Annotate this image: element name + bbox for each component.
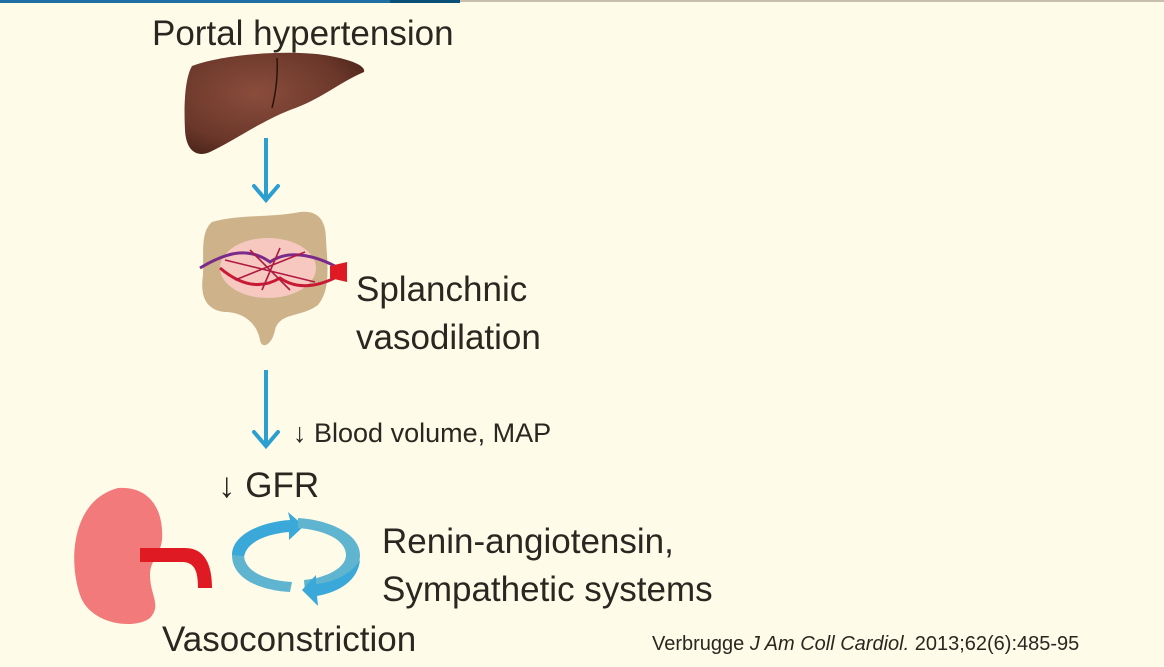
citation-author: Verbrugge — [652, 633, 745, 655]
citation: Verbrugge J Am Coll Cardiol. 2013;62(6):… — [652, 633, 1079, 656]
renal-vessel-icon — [140, 548, 212, 588]
cycle-arrows-icon — [232, 512, 360, 606]
down-arrow-icon: ↓ — [293, 418, 307, 448]
citation-details: 2013;62(6):485-95 — [914, 633, 1080, 655]
gfr-label: ↓ GFR — [218, 466, 319, 506]
ras-line-2: Sympathetic systems — [382, 570, 713, 609]
liver-icon — [184, 52, 365, 154]
splanchnic-line-1: Splanchnic — [356, 270, 528, 309]
slide-top-bar-rule — [460, 0, 1164, 2]
vasoconstriction-label: Vasoconstriction — [162, 620, 417, 659]
kidney-icon — [74, 487, 163, 625]
splanchnic-vasodilation-label: Splanchnic vasodilation — [356, 266, 541, 362]
ras-line-1: Renin-angiotensin, — [382, 522, 674, 561]
renin-angiotensin-label: Renin-angiotensin, Sympathetic systems — [382, 518, 713, 614]
intestine-icon — [199, 211, 347, 346]
blood-volume-text: Blood volume, MAP — [314, 418, 552, 448]
diagram-title: Portal hypertension — [152, 14, 454, 53]
slide-top-bar-accent — [390, 0, 460, 3]
gfr-text: GFR — [245, 466, 320, 505]
flow-arrow-2 — [252, 370, 280, 450]
blood-volume-label: ↓ Blood volume, MAP — [293, 418, 551, 449]
slide-top-bar-primary — [0, 0, 390, 3]
citation-journal: J Am Coll Cardiol. — [749, 633, 910, 655]
down-arrow-icon: ↓ — [218, 466, 236, 505]
splanchnic-line-2: vasodilation — [356, 318, 541, 357]
flow-arrow-1 — [252, 138, 280, 204]
